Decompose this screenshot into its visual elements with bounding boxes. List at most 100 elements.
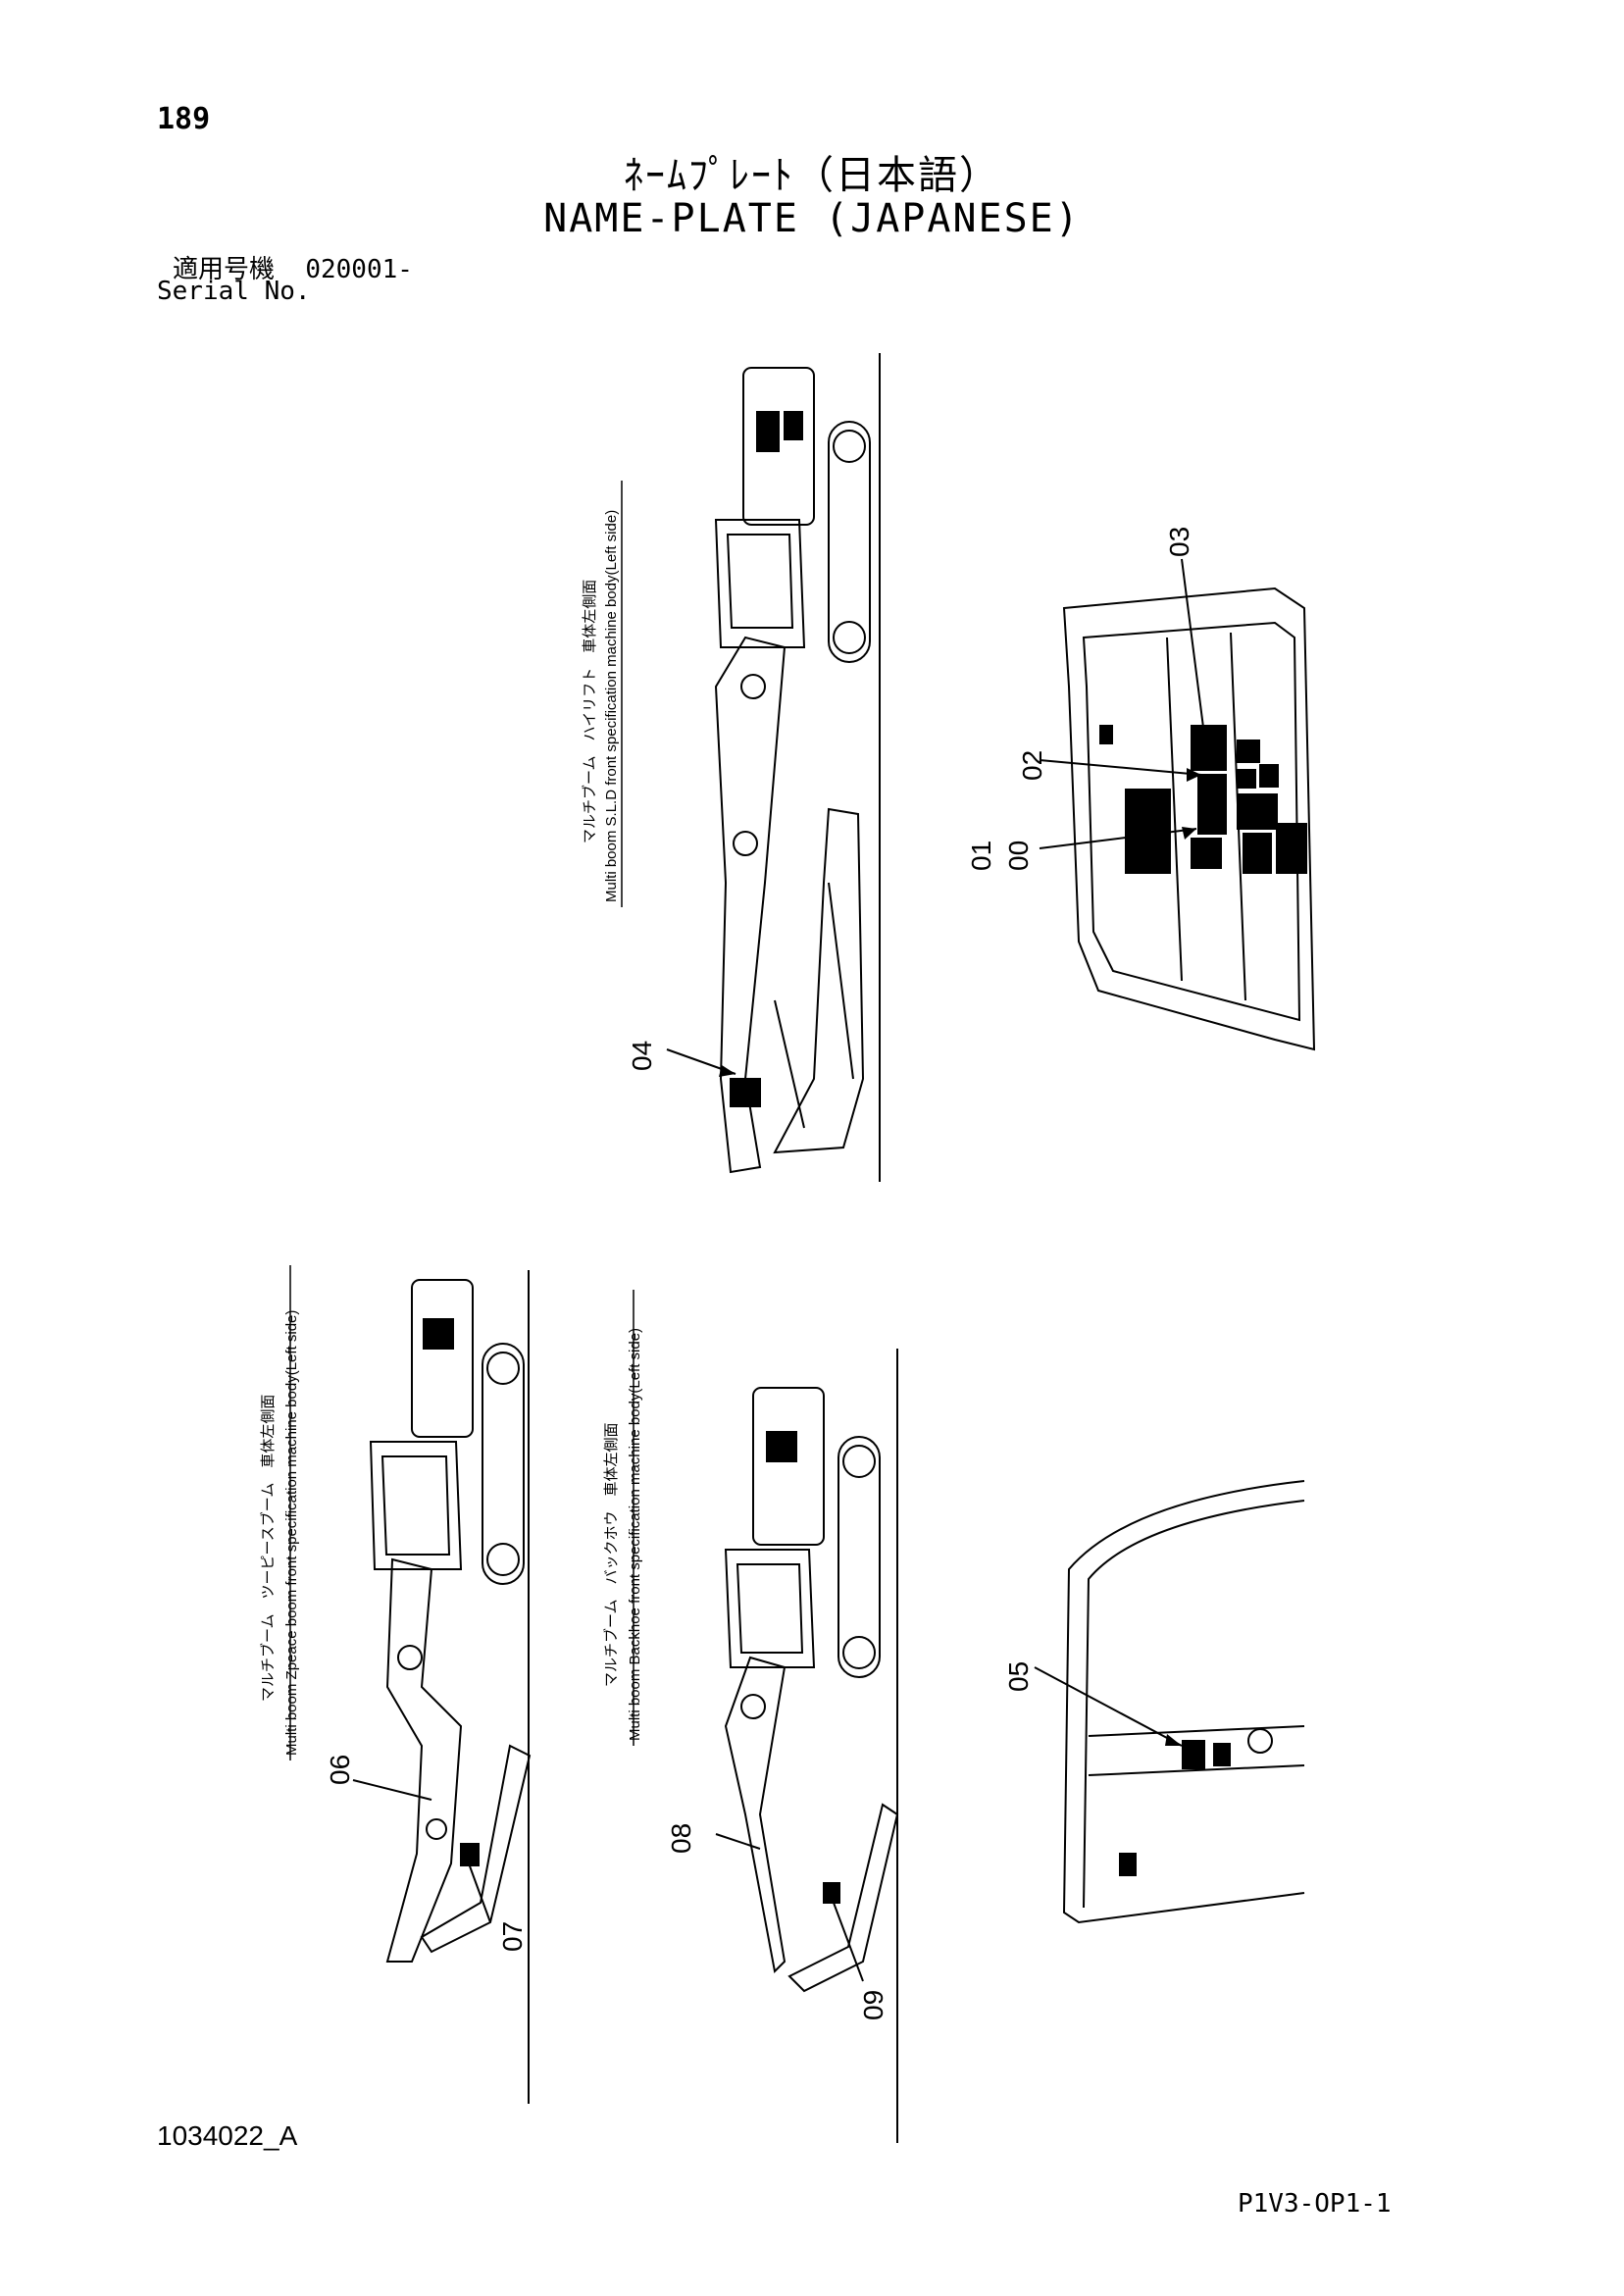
callout-01: 01 xyxy=(966,841,996,871)
decal xyxy=(766,1431,797,1462)
leader-line xyxy=(352,1779,432,1801)
cab-interior-view-bottom xyxy=(1034,1480,1305,1924)
handle xyxy=(1247,1728,1273,1754)
leader-line xyxy=(1181,558,1207,751)
cab xyxy=(714,519,806,648)
boom-pin xyxy=(740,674,766,699)
cab-frame-inner xyxy=(1083,1500,1305,1909)
page-title-japanese: ﾈｰﾑﾌﾟﾚｰﾄ（日本語） xyxy=(624,153,1000,198)
decal xyxy=(1237,793,1278,830)
cab-window xyxy=(736,1563,804,1654)
idler-wheel xyxy=(486,1352,520,1385)
boom-pin xyxy=(733,831,758,856)
idler-wheel xyxy=(833,430,866,463)
decal xyxy=(1099,725,1113,744)
arm xyxy=(787,1803,899,1993)
boom-pin xyxy=(740,1694,766,1719)
view-label-sld-japanese: マルチブーム ハイリフト 車体左側面 xyxy=(581,580,598,843)
cab xyxy=(369,1441,463,1570)
document-code: 1034022_A xyxy=(157,2120,298,2151)
page-title-english: NAME-PLATE (JAPANESE) xyxy=(543,196,1081,241)
decal-07 xyxy=(460,1843,480,1866)
leader-line xyxy=(1039,759,1202,776)
callout-07: 07 xyxy=(497,1921,528,1952)
boom xyxy=(724,1656,787,1974)
callout-03: 03 xyxy=(1164,527,1194,557)
callout-09: 09 xyxy=(858,1990,888,2020)
sprocket-wheel xyxy=(486,1543,520,1576)
decal xyxy=(1119,1853,1137,1876)
engine-cover xyxy=(411,1279,474,1438)
callout-02: 02 xyxy=(1017,750,1047,781)
leader-line xyxy=(715,1833,761,1850)
serial-value: 020001- xyxy=(305,255,413,284)
arm xyxy=(420,1744,532,1954)
serial-number-row: 適用号機 020001- xyxy=(173,249,413,285)
decal xyxy=(1243,833,1272,874)
decal xyxy=(1276,823,1307,874)
frame-bar xyxy=(1166,637,1183,982)
arrowhead xyxy=(1182,827,1196,840)
page-reference: P1V3-OP1-1 xyxy=(1238,2189,1392,2219)
decal xyxy=(1213,1743,1231,1766)
cab-rail xyxy=(1088,1725,1305,1737)
sprocket-wheel xyxy=(833,621,866,654)
leader-line xyxy=(1034,1666,1183,1747)
callout-06: 06 xyxy=(325,1755,355,1785)
machine-view-backhoe xyxy=(715,1349,899,2143)
page-number: 189 xyxy=(157,102,211,136)
callout-08: 08 xyxy=(666,1823,696,1854)
boom xyxy=(714,636,787,1174)
leader-line xyxy=(1039,828,1197,849)
arrowhead xyxy=(1198,736,1212,750)
view-label-sld-english: Multi boom S.L.D front specification mac… xyxy=(603,510,620,902)
decal-03 xyxy=(1191,725,1227,771)
idler-wheel xyxy=(842,1445,876,1478)
cab-frame xyxy=(1062,1480,1305,1924)
cab-rail xyxy=(1088,1764,1305,1776)
arrowhead xyxy=(1187,768,1201,782)
cab xyxy=(724,1549,816,1668)
arrowhead xyxy=(719,1065,736,1077)
cylinder xyxy=(828,882,854,1080)
decal-02 xyxy=(1197,774,1227,835)
sprocket-wheel xyxy=(842,1636,876,1669)
decal-09 xyxy=(823,1882,840,1904)
engine-cover xyxy=(752,1387,825,1546)
boom-pin xyxy=(426,1818,447,1840)
engine-cover xyxy=(742,367,815,526)
decal xyxy=(784,411,803,440)
decal-01 xyxy=(1191,838,1222,869)
machine-view-zpeace xyxy=(352,1270,532,2104)
cab-window xyxy=(726,534,794,629)
arm xyxy=(773,807,865,1154)
cylinder xyxy=(774,999,805,1129)
decal xyxy=(1237,769,1256,789)
cab-interior-view-top xyxy=(1039,558,1316,1051)
machine-view-sld xyxy=(666,353,881,1182)
serial-label-japanese: 適用号機 xyxy=(173,255,276,284)
decal xyxy=(1259,764,1279,788)
view-label-backhoe-english: Multi boom Backhoe front specification m… xyxy=(627,1328,643,1741)
crawler-track xyxy=(482,1343,525,1585)
crawler-track xyxy=(828,421,871,663)
boom xyxy=(385,1557,463,1963)
leader-line xyxy=(833,1902,864,1982)
decal-04 xyxy=(730,1078,761,1107)
crawler-track xyxy=(837,1436,881,1678)
cab-frame xyxy=(1062,587,1316,1051)
decal xyxy=(756,411,780,452)
decal xyxy=(1237,740,1260,763)
decal xyxy=(423,1318,454,1350)
view-label-zpeace-japanese: マルチブーム ツーピースブーム 車体左側面 xyxy=(259,1395,277,1702)
view-label-backhoe-japanese: マルチブーム バックホウ 車体左側面 xyxy=(602,1422,620,1687)
decal-00 xyxy=(1125,789,1171,874)
view-label-zpeace-english: Multi boom Zpeace boom front specificati… xyxy=(283,1310,300,1756)
cab-frame-inner xyxy=(1082,621,1301,1022)
callout-05: 05 xyxy=(1003,1661,1034,1692)
callout-00: 00 xyxy=(1003,841,1034,871)
leader-line xyxy=(468,1862,491,1923)
serial-label-english: Serial No. xyxy=(157,277,311,306)
cab-window xyxy=(381,1455,451,1556)
